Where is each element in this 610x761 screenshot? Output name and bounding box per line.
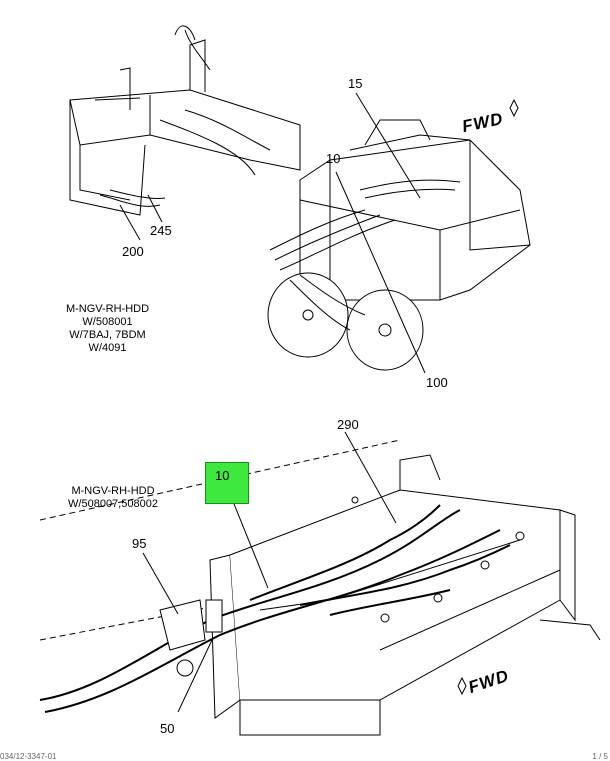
callout-245[interactable]: 245 — [150, 223, 172, 238]
note-lower-line-2: W/508007,508002 — [68, 498, 158, 510]
callout-10-lower-highlight[interactable]: 10 — [205, 462, 249, 504]
callout-50[interactable]: 50 — [160, 721, 175, 736]
upper-frame-bracket — [69, 25, 301, 216]
note-lower-line-1: M-NGV-RH-HDD — [71, 485, 155, 497]
callout-100[interactable]: 100 — [426, 375, 448, 390]
note-lower: M-NGV-RH-HDD W/508007,508002 — [57, 485, 169, 511]
page-indicator: 1 / 5 — [592, 752, 608, 761]
callout-95[interactable]: 95 — [132, 536, 147, 551]
fwd-arrow-bottom — [457, 676, 467, 696]
lower-frame-rail — [39, 439, 601, 736]
callout-10-lower: 10 — [215, 468, 230, 483]
fwd-arrow-top — [509, 98, 519, 118]
callout-10-upper[interactable]: 10 — [326, 151, 341, 166]
figure-id: 034/12-3347-01 — [0, 752, 57, 761]
callout-200[interactable]: 200 — [122, 244, 144, 259]
note-upper-line-2: W/508001 — [82, 316, 133, 328]
callout-15[interactable]: 15 — [348, 76, 363, 91]
note-upper-line-4: W/4091 — [88, 342, 127, 354]
lower-bracket-parts — [159, 496, 525, 677]
upper-leader-lines — [119, 92, 426, 374]
note-upper-line-1: M-NGV-RH-HDD — [65, 303, 150, 315]
note-upper: M-NGV-RH-HDD W/508001 W/7BAJ, 7BDM W/409… — [55, 303, 160, 355]
upper-tank-assembly — [267, 119, 531, 371]
lower-leader-lines — [142, 431, 397, 713]
note-upper-line-3: W/7BAJ, 7BDM — [69, 329, 146, 341]
callout-290[interactable]: 290 — [337, 417, 359, 432]
lower-wire-harness — [39, 504, 511, 713]
